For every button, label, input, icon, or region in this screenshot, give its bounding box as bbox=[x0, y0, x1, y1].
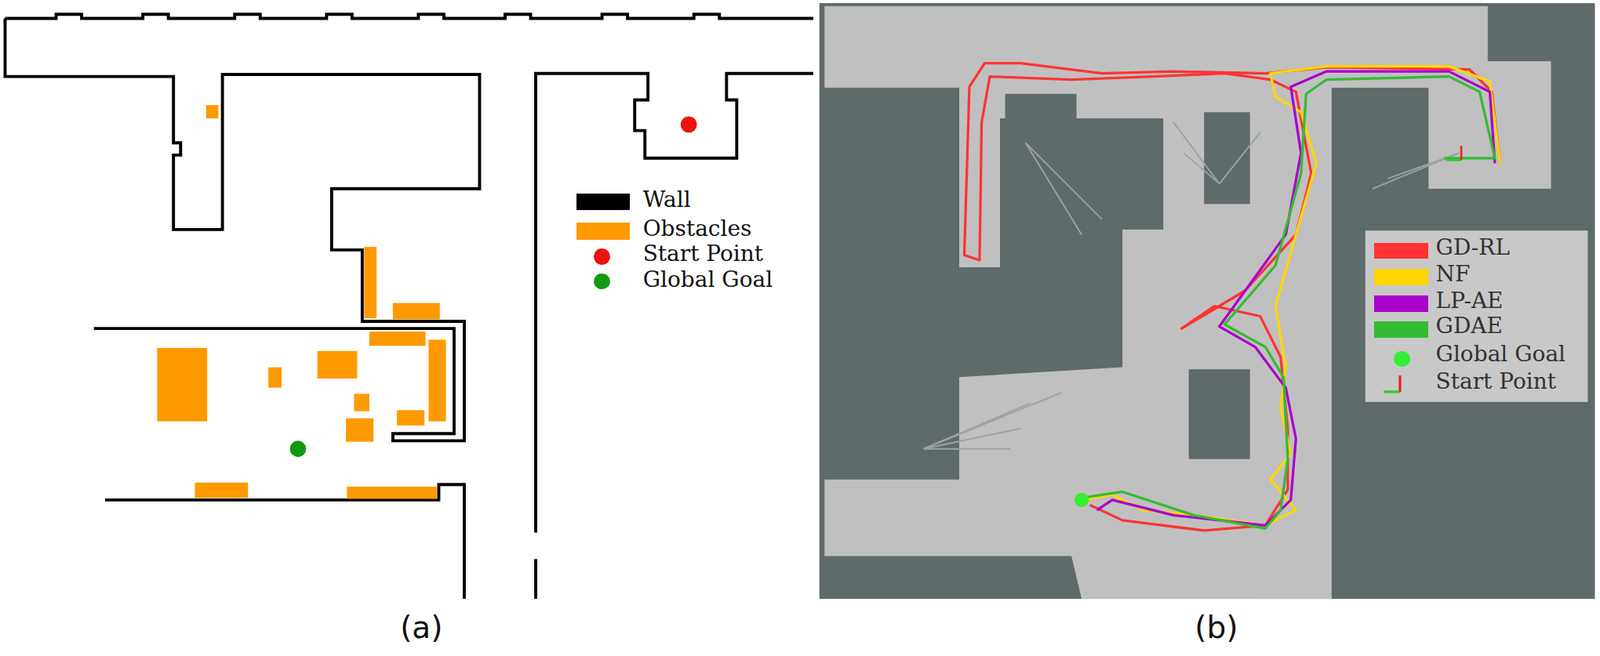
global-goal bbox=[289, 440, 306, 458]
legend-swatch bbox=[1374, 243, 1429, 260]
occupied-ground bbox=[819, 3, 1596, 600]
legend-swatch bbox=[576, 222, 630, 240]
legend-swatch bbox=[576, 193, 630, 211]
occupied-block bbox=[1189, 369, 1251, 460]
legend-label: GD-RL bbox=[1436, 234, 1510, 262]
legend-label: LP-AE bbox=[1436, 287, 1504, 315]
trajectory-gd-rl bbox=[963, 63, 1500, 531]
panel-label: (a) bbox=[400, 610, 443, 648]
legend-label: Obstacles bbox=[643, 215, 753, 243]
occupancy-map bbox=[819, 3, 1596, 600]
obstacle bbox=[396, 410, 425, 426]
legend-label: Start Point bbox=[1436, 368, 1557, 396]
legend-label: NF bbox=[1436, 261, 1471, 288]
legend-ground bbox=[1365, 230, 1589, 403]
obstacle bbox=[363, 247, 377, 319]
legend-start-marker bbox=[1383, 375, 1400, 393]
obstacle bbox=[268, 367, 282, 389]
legend-dot bbox=[593, 273, 611, 291]
wall bbox=[534, 559, 538, 600]
trajectory-gdae bbox=[1081, 76, 1495, 530]
obstacles bbox=[156, 105, 446, 499]
legend-label: Start Point bbox=[643, 240, 764, 268]
obstacle bbox=[369, 331, 426, 346]
trajectories bbox=[963, 63, 1500, 531]
start-point bbox=[680, 116, 698, 133]
wall bbox=[105, 484, 465, 600]
wall bbox=[5, 14, 814, 19]
occupied-block bbox=[1203, 112, 1251, 204]
legend-label: Wall bbox=[643, 186, 691, 214]
legend-label: Global Goal bbox=[1436, 341, 1567, 368]
obstacle bbox=[392, 303, 440, 320]
legend-swatch bbox=[1374, 321, 1429, 339]
start-axis bbox=[1383, 390, 1400, 393]
trajectory-lp-ae bbox=[1097, 71, 1495, 526]
wall bbox=[535, 73, 814, 534]
legend-dot bbox=[593, 248, 611, 266]
start-axis bbox=[1460, 145, 1463, 160]
obstacle bbox=[317, 351, 358, 379]
obstacle bbox=[194, 483, 248, 499]
obstacle bbox=[156, 348, 208, 422]
obstacle bbox=[346, 487, 437, 500]
start-axis bbox=[1446, 159, 1462, 162]
start-marker bbox=[1446, 145, 1462, 160]
obstacle bbox=[206, 105, 219, 119]
obstacle bbox=[428, 339, 446, 422]
obstacle bbox=[353, 393, 370, 411]
legend-label: GDAE bbox=[1436, 312, 1503, 340]
legend-swatch bbox=[1374, 295, 1429, 313]
obstacle bbox=[345, 418, 374, 443]
occupied-block bbox=[1005, 94, 1077, 135]
start-axis bbox=[1398, 375, 1401, 393]
wall bbox=[5, 18, 480, 441]
floor-plan bbox=[5, 14, 814, 600]
legend-dot bbox=[1393, 351, 1411, 368]
global-goal bbox=[1074, 493, 1089, 508]
panel-label: (b) bbox=[1194, 610, 1238, 648]
legend-label: Global Goal bbox=[643, 266, 774, 294]
occupied-block bbox=[824, 87, 960, 480]
legend-swatch bbox=[1374, 269, 1429, 286]
